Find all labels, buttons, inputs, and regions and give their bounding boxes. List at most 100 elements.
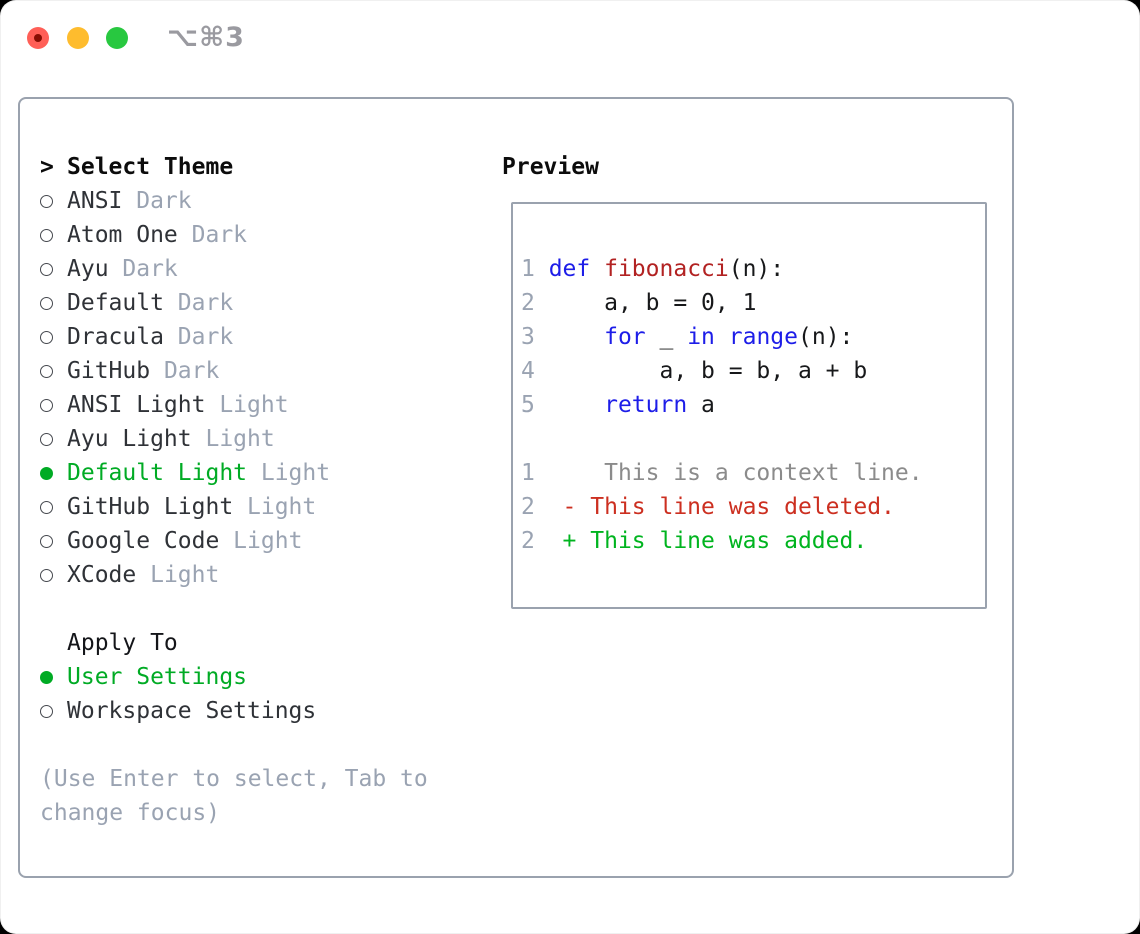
code-segment-lineno: 2 — [521, 290, 549, 316]
preview-line: 2 a, b = 0, 1 — [521, 286, 985, 320]
radio-selected-icon — [40, 466, 53, 480]
option-variant-label: Light — [191, 426, 275, 452]
code-segment-lineno: 2 — [521, 528, 549, 554]
radio-icon — [40, 228, 53, 242]
hint-text: (Use Enter to select, Tab to change focus… — [40, 762, 428, 830]
preview-title: Preview — [502, 154, 599, 180]
code-segment-keyword: for — [604, 324, 646, 350]
theme-option[interactable]: Google Code Light — [40, 524, 428, 558]
code-segment-keyword: range — [728, 324, 798, 350]
option-label: Default — [67, 290, 164, 316]
theme-option[interactable]: ANSI Light Light — [40, 388, 428, 422]
code-segment-plain: a, b = 0, 1 — [548, 290, 757, 316]
code-segment-plain: a, b = b, a + b — [548, 358, 868, 384]
radio-icon — [40, 432, 53, 446]
option-variant-label: Dark — [163, 290, 234, 316]
theme-option[interactable]: GitHub Dark — [40, 354, 428, 388]
option-variant-label: Light — [136, 562, 220, 588]
apply-to-header: Apply To — [40, 626, 428, 660]
option-variant-label: Light — [247, 460, 331, 486]
apply-option[interactable]: Workspace Settings — [40, 694, 428, 728]
preview-line — [521, 422, 985, 456]
code-segment-lineno: 5 — [521, 392, 549, 418]
code-segment-lineno: 4 — [521, 358, 549, 384]
option-label: Default Light — [67, 460, 248, 486]
option-variant-label: Dark — [150, 358, 220, 384]
option-variant-label: Dark — [177, 222, 248, 248]
theme-option[interactable]: Default Dark — [40, 286, 428, 320]
code-segment-plain: (n): — [798, 324, 854, 350]
preview-line: 1 def fibonacci(n): — [521, 252, 985, 286]
option-label: Atom One — [67, 222, 178, 248]
code-segment-plain — [590, 256, 604, 282]
theme-option[interactable]: ANSI Dark — [40, 184, 428, 218]
radio-icon — [40, 534, 53, 548]
option-variant-label: Light — [205, 392, 289, 418]
preview-line: 4 a, b = b, a + b — [521, 354, 985, 388]
hint-line: change focus) — [40, 800, 221, 826]
preview-line: 2 - This line was deleted. — [521, 490, 985, 524]
theme-option[interactable]: Dracula Dark — [40, 320, 428, 354]
spacer-row — [40, 592, 428, 626]
code-segment-function: fibonacci — [604, 256, 729, 282]
code-segment-deleted: - This line was deleted. — [548, 494, 895, 520]
radio-icon — [40, 568, 53, 582]
theme-option[interactable]: Atom One Dark — [40, 218, 428, 252]
code-segment-lineno: 2 — [521, 494, 549, 520]
close-button[interactable] — [27, 27, 49, 49]
code-segment-plain: (n): — [728, 256, 785, 282]
hint-line: (Use Enter to select, Tab to — [40, 766, 428, 792]
theme-option[interactable]: Ayu Light Light — [40, 422, 428, 456]
option-label: GitHub — [67, 358, 151, 384]
code-segment-keyword: in — [687, 324, 715, 350]
code-segment-plain — [549, 324, 604, 350]
code-segment-plain — [715, 324, 729, 350]
cursor-prompt-icon: > — [40, 154, 54, 180]
preview-line: 1 This is a context line. — [521, 456, 985, 490]
option-label: Google Code — [67, 528, 220, 554]
option-label: Ayu — [67, 256, 109, 282]
record-dot-icon — [34, 34, 42, 42]
option-variant-label: Light — [233, 494, 317, 520]
theme-option[interactable]: Default Light Light — [40, 456, 428, 490]
option-variant-label: Dark — [122, 188, 192, 214]
option-variant-label: Dark — [163, 324, 234, 350]
code-segment-keyword: return — [604, 392, 688, 418]
code-segment-plain: a — [687, 392, 715, 418]
code-segment-plain: _ — [645, 324, 688, 350]
option-variant-label: Dark — [108, 256, 178, 282]
radio-icon — [40, 296, 53, 310]
theme-option[interactable]: GitHub Light Light — [40, 490, 428, 524]
zoom-button[interactable] — [106, 27, 128, 49]
preview-line: 5 return a — [521, 388, 985, 422]
radio-icon — [40, 194, 53, 208]
radio-icon — [40, 398, 53, 412]
radio-icon — [40, 500, 53, 514]
option-label: Ayu Light — [67, 426, 192, 452]
radio-icon — [40, 262, 53, 276]
code-segment-added: + This line was added. — [548, 528, 868, 554]
code-segment-plain — [549, 392, 604, 418]
radio-icon — [40, 704, 53, 718]
code-segment-lineno: 1 — [521, 460, 549, 486]
theme-option[interactable]: XCode Light — [40, 558, 428, 592]
option-variant-label: Light — [219, 528, 303, 554]
option-label: XCode — [67, 562, 137, 588]
code-segment-keyword: def — [548, 256, 591, 282]
minimize-button[interactable] — [67, 27, 89, 49]
code-segment-context: This is a context line. — [548, 460, 923, 486]
preview-line: 3 for _ in range(n): — [521, 320, 985, 354]
code-segment-lineno: 3 — [521, 324, 549, 350]
radio-icon — [40, 364, 53, 378]
select-theme-header: > Select Theme — [40, 150, 428, 184]
apply-to-title: Apply To — [67, 630, 178, 656]
theme-option[interactable]: Ayu Dark — [40, 252, 428, 286]
code-segment-lineno: 1 — [521, 256, 549, 282]
window-title-shortcut: ⌥⌘3 — [167, 22, 245, 53]
apply-option[interactable]: User Settings — [40, 660, 428, 694]
